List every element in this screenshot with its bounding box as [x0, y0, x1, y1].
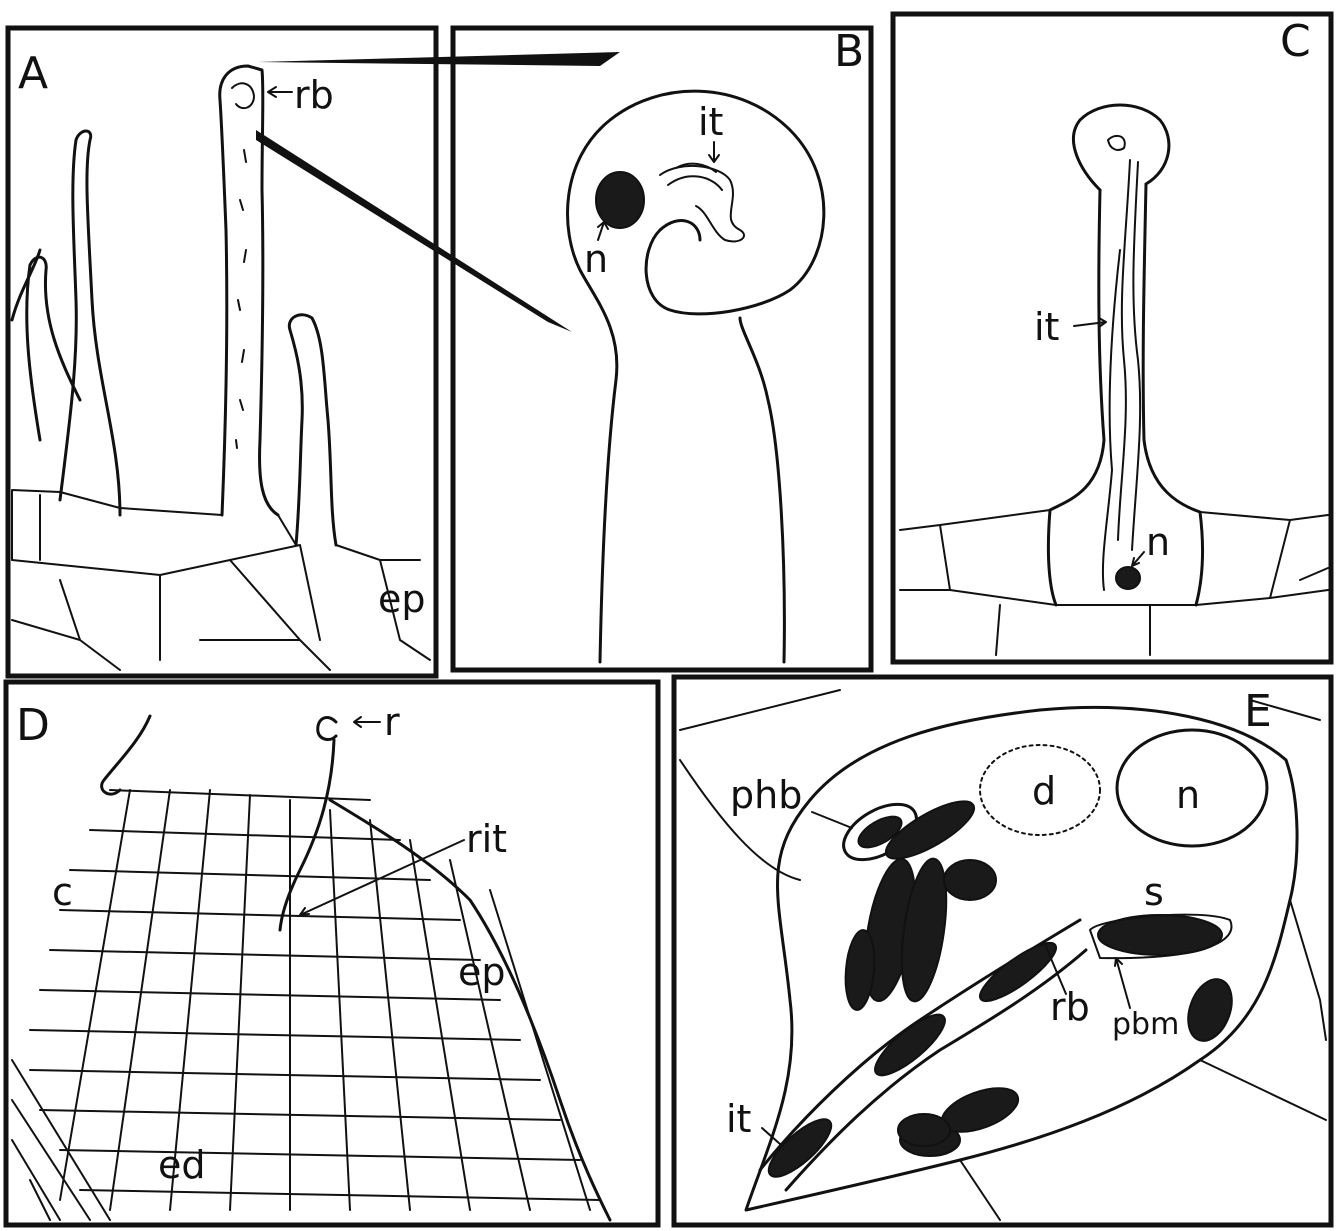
- zoom-connector-wedge: [256, 130, 572, 332]
- panel-a: A rb ep: [8, 28, 436, 676]
- a-epidermis-cells: [12, 490, 430, 670]
- e-label-s: s: [1144, 870, 1164, 914]
- d-label-ed: ed: [158, 1143, 206, 1187]
- b-it-arrow: [709, 142, 719, 162]
- a-curled-tip: [232, 83, 254, 108]
- e-label-phb: phb: [730, 773, 802, 817]
- c-tip-inner: [1108, 136, 1125, 150]
- a-bacteria-dashes: [236, 150, 246, 448]
- d-label-c: c: [52, 870, 73, 914]
- zoom-connector-top: [258, 52, 620, 66]
- c-epidermis-cells: [900, 510, 1328, 655]
- d-root-hair: [280, 740, 334, 930]
- c-label-n: n: [1146, 520, 1170, 564]
- e-label-it: it: [726, 1097, 751, 1141]
- c-label-it: it: [1034, 305, 1059, 349]
- c-curled-tip: [1073, 105, 1168, 190]
- d-label-ep: ep: [458, 950, 506, 994]
- e-pbm-leader: [1115, 958, 1130, 1008]
- b-infection-thread-2: [668, 164, 722, 190]
- panel-d: D r rit c ep ed: [6, 682, 658, 1225]
- a-left-hair-2: [27, 257, 80, 440]
- a-main-root-hair: [220, 66, 278, 515]
- c-it-arrow: [1074, 318, 1106, 327]
- b-hair-right-wall: [740, 318, 784, 662]
- panel-d-letter: D: [16, 700, 50, 751]
- c-n-arrow: [1132, 552, 1144, 566]
- b-label-n: n: [584, 237, 608, 281]
- panel-a-letter: A: [18, 48, 48, 99]
- a-label-ep: ep: [378, 577, 426, 621]
- panel-c-letter: C: [1280, 16, 1311, 67]
- b-label-it: it: [698, 100, 723, 144]
- d-label-r: r: [384, 700, 400, 744]
- e-label-rb: rb: [1050, 985, 1090, 1029]
- c-infection-threads: [1103, 160, 1140, 590]
- a-right-hair: [289, 315, 336, 545]
- e-label-d: d: [1032, 769, 1056, 813]
- e-phb-leader: [812, 812, 852, 828]
- panel-b-frame: [453, 28, 871, 670]
- e-label-n: n: [1176, 773, 1200, 817]
- a-rb-arrow: [268, 87, 292, 97]
- panel-e-frame: [674, 677, 1331, 1225]
- panel-c: C it n: [893, 14, 1331, 662]
- c-nucleus: [1116, 567, 1140, 589]
- a-label-rb: rb: [294, 73, 334, 117]
- d-curled-tip: [318, 717, 336, 739]
- c-hair-left-wall: [1048, 190, 1104, 605]
- panel-b-letter: B: [834, 26, 864, 77]
- panel-e-letter: E: [1244, 686, 1272, 737]
- panel-b: B it n: [453, 26, 871, 670]
- d-r-arrow: [354, 717, 380, 727]
- d-hair-left: [102, 716, 150, 794]
- b-nucleus: [596, 172, 644, 228]
- d-label-rit: rit: [466, 817, 507, 861]
- panel-e: E phb d n s rb pbm it: [674, 677, 1331, 1225]
- a-left-hair-1: [60, 131, 120, 515]
- e-label-pbm: pbm: [1112, 1007, 1179, 1042]
- d-cortex-cells: [12, 790, 610, 1220]
